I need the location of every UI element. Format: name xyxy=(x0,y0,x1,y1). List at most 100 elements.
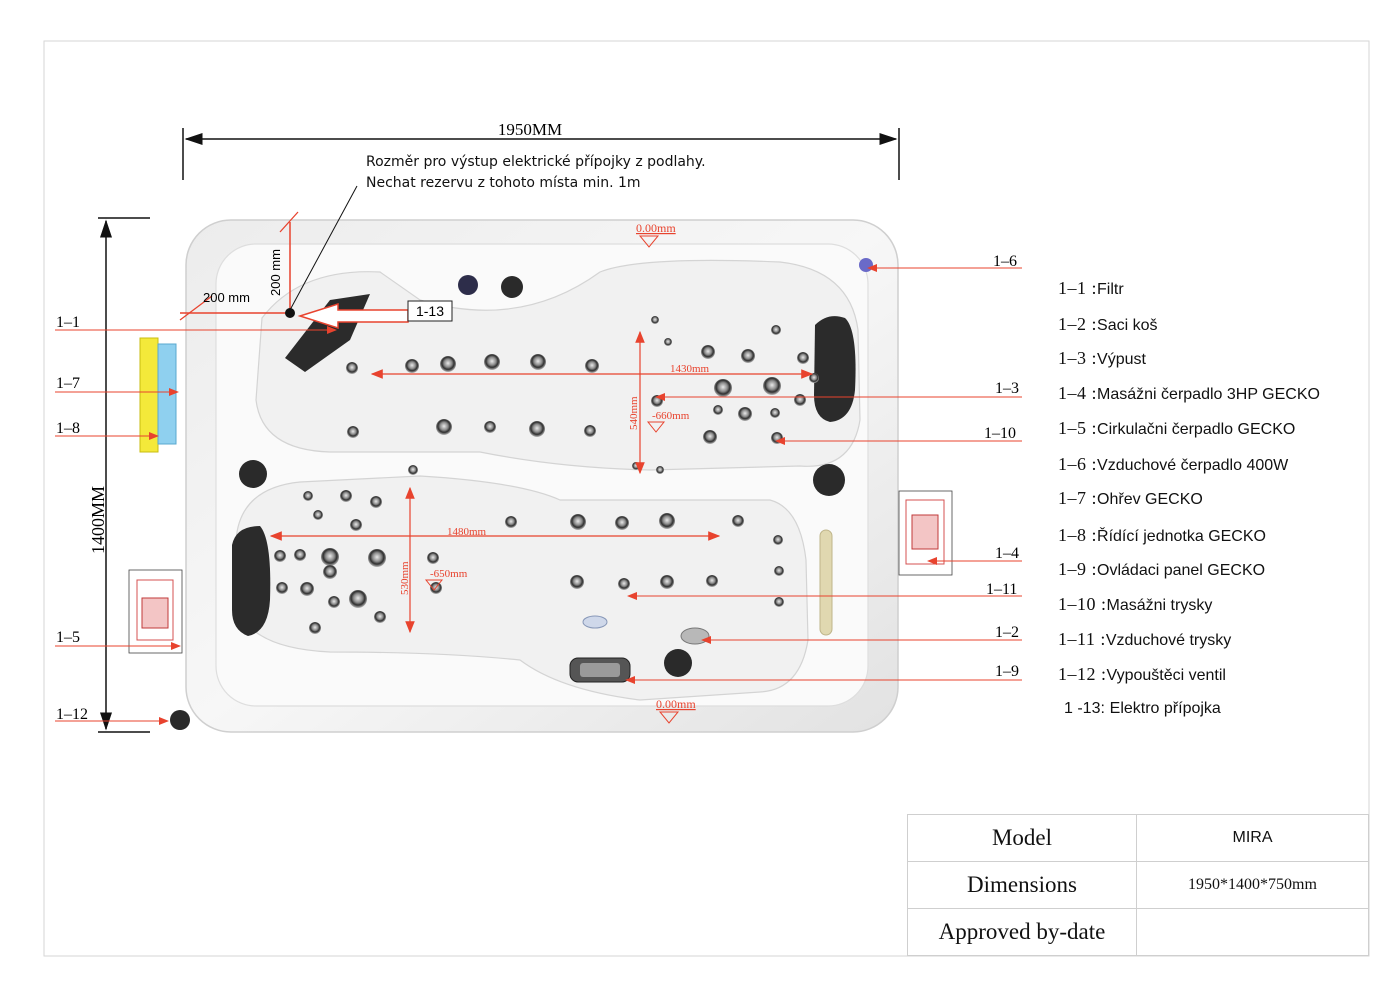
jet xyxy=(436,419,452,435)
jet xyxy=(660,575,674,589)
legend-item-1-1: 1–1 :Filtr xyxy=(1058,278,1124,298)
inner-width-top: 1430mm xyxy=(670,363,710,375)
legend-item-1-11: 1–11 :Vzduchové trysky xyxy=(1058,629,1232,649)
jet xyxy=(703,430,717,444)
legend-item-1-7: 1–7 :Ohřev GECKO xyxy=(1058,488,1203,508)
jet xyxy=(664,338,672,346)
callout-1-12: 1–12 xyxy=(56,706,88,723)
jet xyxy=(321,548,339,566)
depth-bottom: -650mm xyxy=(430,568,468,580)
legend-item-1-4: 1–4 :Masážni čerpadlo 3HP GECKO xyxy=(1058,383,1320,403)
legend-item-1-2: 1–2 :Saci koš xyxy=(1058,314,1158,334)
air-blower-icon xyxy=(859,258,873,272)
jet xyxy=(584,425,596,437)
jet xyxy=(374,611,386,623)
jet xyxy=(651,316,659,324)
jet xyxy=(713,405,723,415)
callout-1-8: 1–8 xyxy=(56,420,80,437)
outlet-note-line-1: Rozměr pro výstup elektrické přípojky z … xyxy=(366,154,706,170)
dimensions-label: Dimensions xyxy=(907,861,1137,909)
inner-height-top: 540mm xyxy=(628,396,640,430)
approved-value xyxy=(1136,908,1369,956)
electrical-outlet-marker: 200 mm 200 mm 1-13 xyxy=(179,185,453,330)
legend-item-1-12: 1–12 :Vypouštěci ventil xyxy=(1058,664,1226,684)
led-strip xyxy=(819,529,833,636)
height-label: 1400MM xyxy=(88,486,108,554)
air-control-knob xyxy=(458,275,478,295)
jet xyxy=(300,582,314,596)
jet xyxy=(349,590,367,608)
jet xyxy=(615,516,629,530)
outlet-note: Rozměr pro výstup elektrické přípojky z … xyxy=(366,152,706,194)
outlet-note-line-2: Nechat rezervu z tohoto místa min. 1m xyxy=(366,175,641,191)
jet xyxy=(774,566,784,576)
jet xyxy=(797,352,809,364)
jet xyxy=(368,549,386,567)
jet xyxy=(427,552,439,564)
callout-1-7: 1–7 xyxy=(56,375,80,392)
jet xyxy=(313,510,323,520)
callout-1-4: 1–4 xyxy=(995,545,1019,562)
callout-1-1: 1–1 xyxy=(56,314,80,331)
callout-1-10: 1–10 xyxy=(984,425,1016,442)
model-value: MIRA xyxy=(1136,814,1369,862)
legend-item-1-8: 1–8 :Řídící jednotka GECKO xyxy=(1058,525,1266,545)
drain-cover xyxy=(582,615,608,629)
jet xyxy=(294,549,306,561)
rim-level-top: 0.00mm xyxy=(636,221,676,235)
jet xyxy=(529,421,545,437)
dimensions-value: 1950*1400*750mm xyxy=(1136,861,1369,909)
waterfall-knob-right xyxy=(813,464,845,496)
legend-item-1-6: 1–6 :Vzduchové čerpadlo 400W xyxy=(1058,454,1289,474)
heater-unit xyxy=(139,337,177,453)
jet xyxy=(303,491,313,501)
rim-level-bottom: 0.00mm xyxy=(656,697,696,711)
callout-1-3: 1–3 xyxy=(995,380,1019,397)
jet xyxy=(659,513,675,529)
diverter-knob xyxy=(664,649,692,677)
control-panel-screen xyxy=(580,663,620,677)
jet xyxy=(505,516,517,528)
circulation-pump-drawing xyxy=(128,569,183,654)
model-label: Model xyxy=(907,814,1137,862)
suction-cover xyxy=(680,627,710,645)
jet xyxy=(274,550,286,562)
approved-label: Approved by-date xyxy=(907,908,1137,956)
jet xyxy=(771,432,783,444)
jet xyxy=(347,426,359,438)
jet xyxy=(346,362,358,374)
headrest-pillow-right xyxy=(814,316,856,422)
height-dimension: 1400MM xyxy=(88,217,150,733)
jet xyxy=(585,359,599,373)
jet xyxy=(656,466,664,474)
outlet-offset-vertical: 200 mm xyxy=(268,249,283,296)
jet xyxy=(794,394,806,406)
legend-item-1-5: 1–5 :Cirkulačni čerpadlo GECKO xyxy=(1058,418,1296,438)
callout-leaders: 1–1 1–7 1–8 1–5 1–12 1–6 1–3 1–10 1–4 1–… xyxy=(55,253,1022,725)
jet xyxy=(618,578,630,590)
air-control-knob-2 xyxy=(501,276,523,298)
callout-1-11: 1–11 xyxy=(986,581,1017,598)
jet xyxy=(340,490,352,502)
jet xyxy=(763,377,781,395)
callout-1-9: 1–9 xyxy=(995,663,1019,680)
drain-valve-icon xyxy=(170,710,190,730)
jet xyxy=(701,345,715,359)
headrest-pillow-left xyxy=(232,526,271,636)
callout-1-2: 1–2 xyxy=(995,624,1019,641)
jet xyxy=(440,356,456,372)
outlet-offset-horizontal: 200 mm xyxy=(203,290,250,305)
jet xyxy=(570,575,584,589)
jet xyxy=(484,421,496,433)
sheet-frame xyxy=(43,40,1370,957)
jet xyxy=(706,575,718,587)
jet xyxy=(276,582,288,594)
jet xyxy=(408,465,418,475)
waterfall-knob-left xyxy=(239,460,267,488)
jet xyxy=(773,535,783,545)
jet xyxy=(570,514,586,530)
jet xyxy=(738,407,752,421)
width-label: 1950MM xyxy=(498,120,562,139)
jet xyxy=(774,597,784,607)
